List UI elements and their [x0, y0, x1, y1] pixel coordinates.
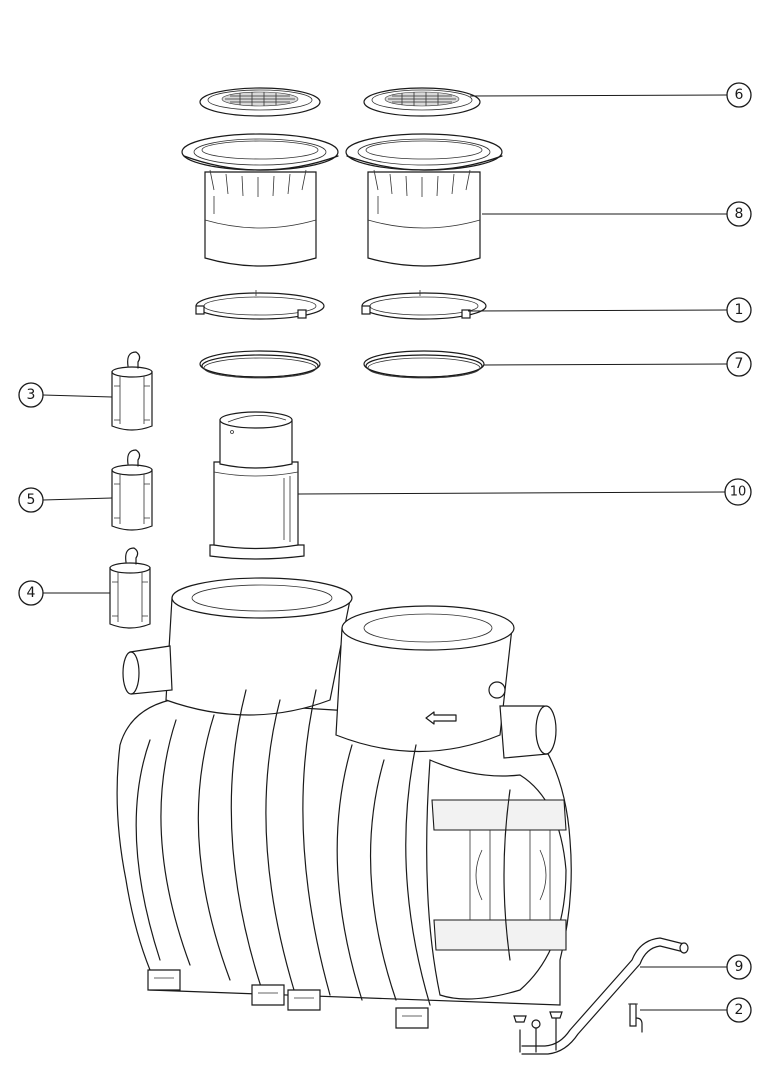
svg-text:6: 6	[735, 87, 744, 103]
svg-text:3: 3	[27, 387, 36, 403]
callout-10: 10	[724, 478, 752, 506]
part-7-seal-right	[363, 350, 485, 379]
part-5-filter	[111, 449, 153, 531]
callout-9: 9	[726, 954, 752, 980]
leader-3	[42, 394, 113, 398]
callout-8: 8	[726, 201, 752, 227]
part-6-lid-right	[363, 87, 481, 117]
svg-text:5: 5	[27, 492, 36, 508]
leader-1	[467, 309, 728, 312]
part-8-dome-left	[181, 133, 339, 267]
svg-text:8: 8	[735, 206, 744, 222]
callout-7: 7	[726, 351, 752, 377]
leader-7	[483, 363, 728, 366]
svg-text:9: 9	[735, 959, 744, 975]
part-2-fitting	[628, 1003, 643, 1033]
part-6-lid-left	[199, 87, 321, 117]
part-1-ring-right	[361, 290, 487, 320]
callout-3: 3	[18, 382, 44, 408]
svg-text:10: 10	[730, 485, 747, 500]
part-9-handle	[513, 937, 689, 1055]
leader-10	[297, 491, 726, 495]
svg-text:4: 4	[27, 585, 36, 601]
leader-6	[469, 94, 728, 97]
leader-lines	[42, 94, 728, 1011]
part-10-extension-shaft	[209, 411, 305, 560]
callout-4: 4	[18, 580, 44, 606]
svg-text:2: 2	[735, 1002, 744, 1018]
leader-5	[42, 497, 113, 501]
callout-5: 5	[18, 487, 44, 513]
part-4-filter	[109, 547, 151, 629]
part-7-seal-left	[199, 350, 321, 379]
callout-2: 2	[726, 997, 752, 1023]
callout-1: 1	[726, 297, 752, 323]
part-3-filter	[111, 351, 153, 431]
part-8-dome-right	[345, 133, 503, 267]
part-1-ring-left	[195, 290, 325, 320]
callout-6: 6	[726, 82, 752, 108]
tank-body	[116, 577, 572, 1029]
svg-text:1: 1	[735, 302, 744, 318]
svg-text:7: 7	[735, 356, 744, 372]
